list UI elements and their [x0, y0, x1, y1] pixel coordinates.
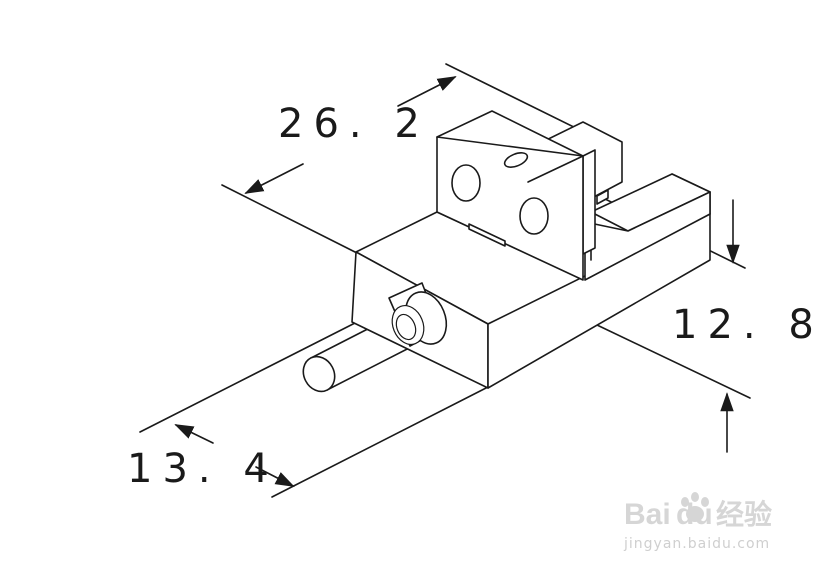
width-arrow-left: [174, 424, 214, 444]
watermark-url: jingyan.baidu.com: [623, 536, 770, 552]
right-arm: [584, 173, 711, 281]
watermark-logo-left: Bai: [624, 498, 671, 531]
watermark-logo-right: du: [676, 498, 713, 531]
watermark-product: 经验: [716, 498, 772, 531]
length-arrow-upper: [397, 76, 457, 107]
width-dimension-label: 13. 4: [127, 446, 279, 492]
height-dimension-label: 12. 8: [672, 302, 813, 348]
left-arm: [436, 110, 623, 281]
cable-gland: [388, 282, 448, 347]
paw-icon: [681, 492, 709, 522]
length-arrow-lower: [244, 163, 304, 194]
length-dimension-label: 26. 2: [278, 101, 430, 147]
dimension-arrows: [174, 76, 740, 487]
baidu-watermark: Bai du 经验 jingyan.baidu.com: [623, 492, 772, 552]
width-arrow-right: [255, 466, 295, 487]
